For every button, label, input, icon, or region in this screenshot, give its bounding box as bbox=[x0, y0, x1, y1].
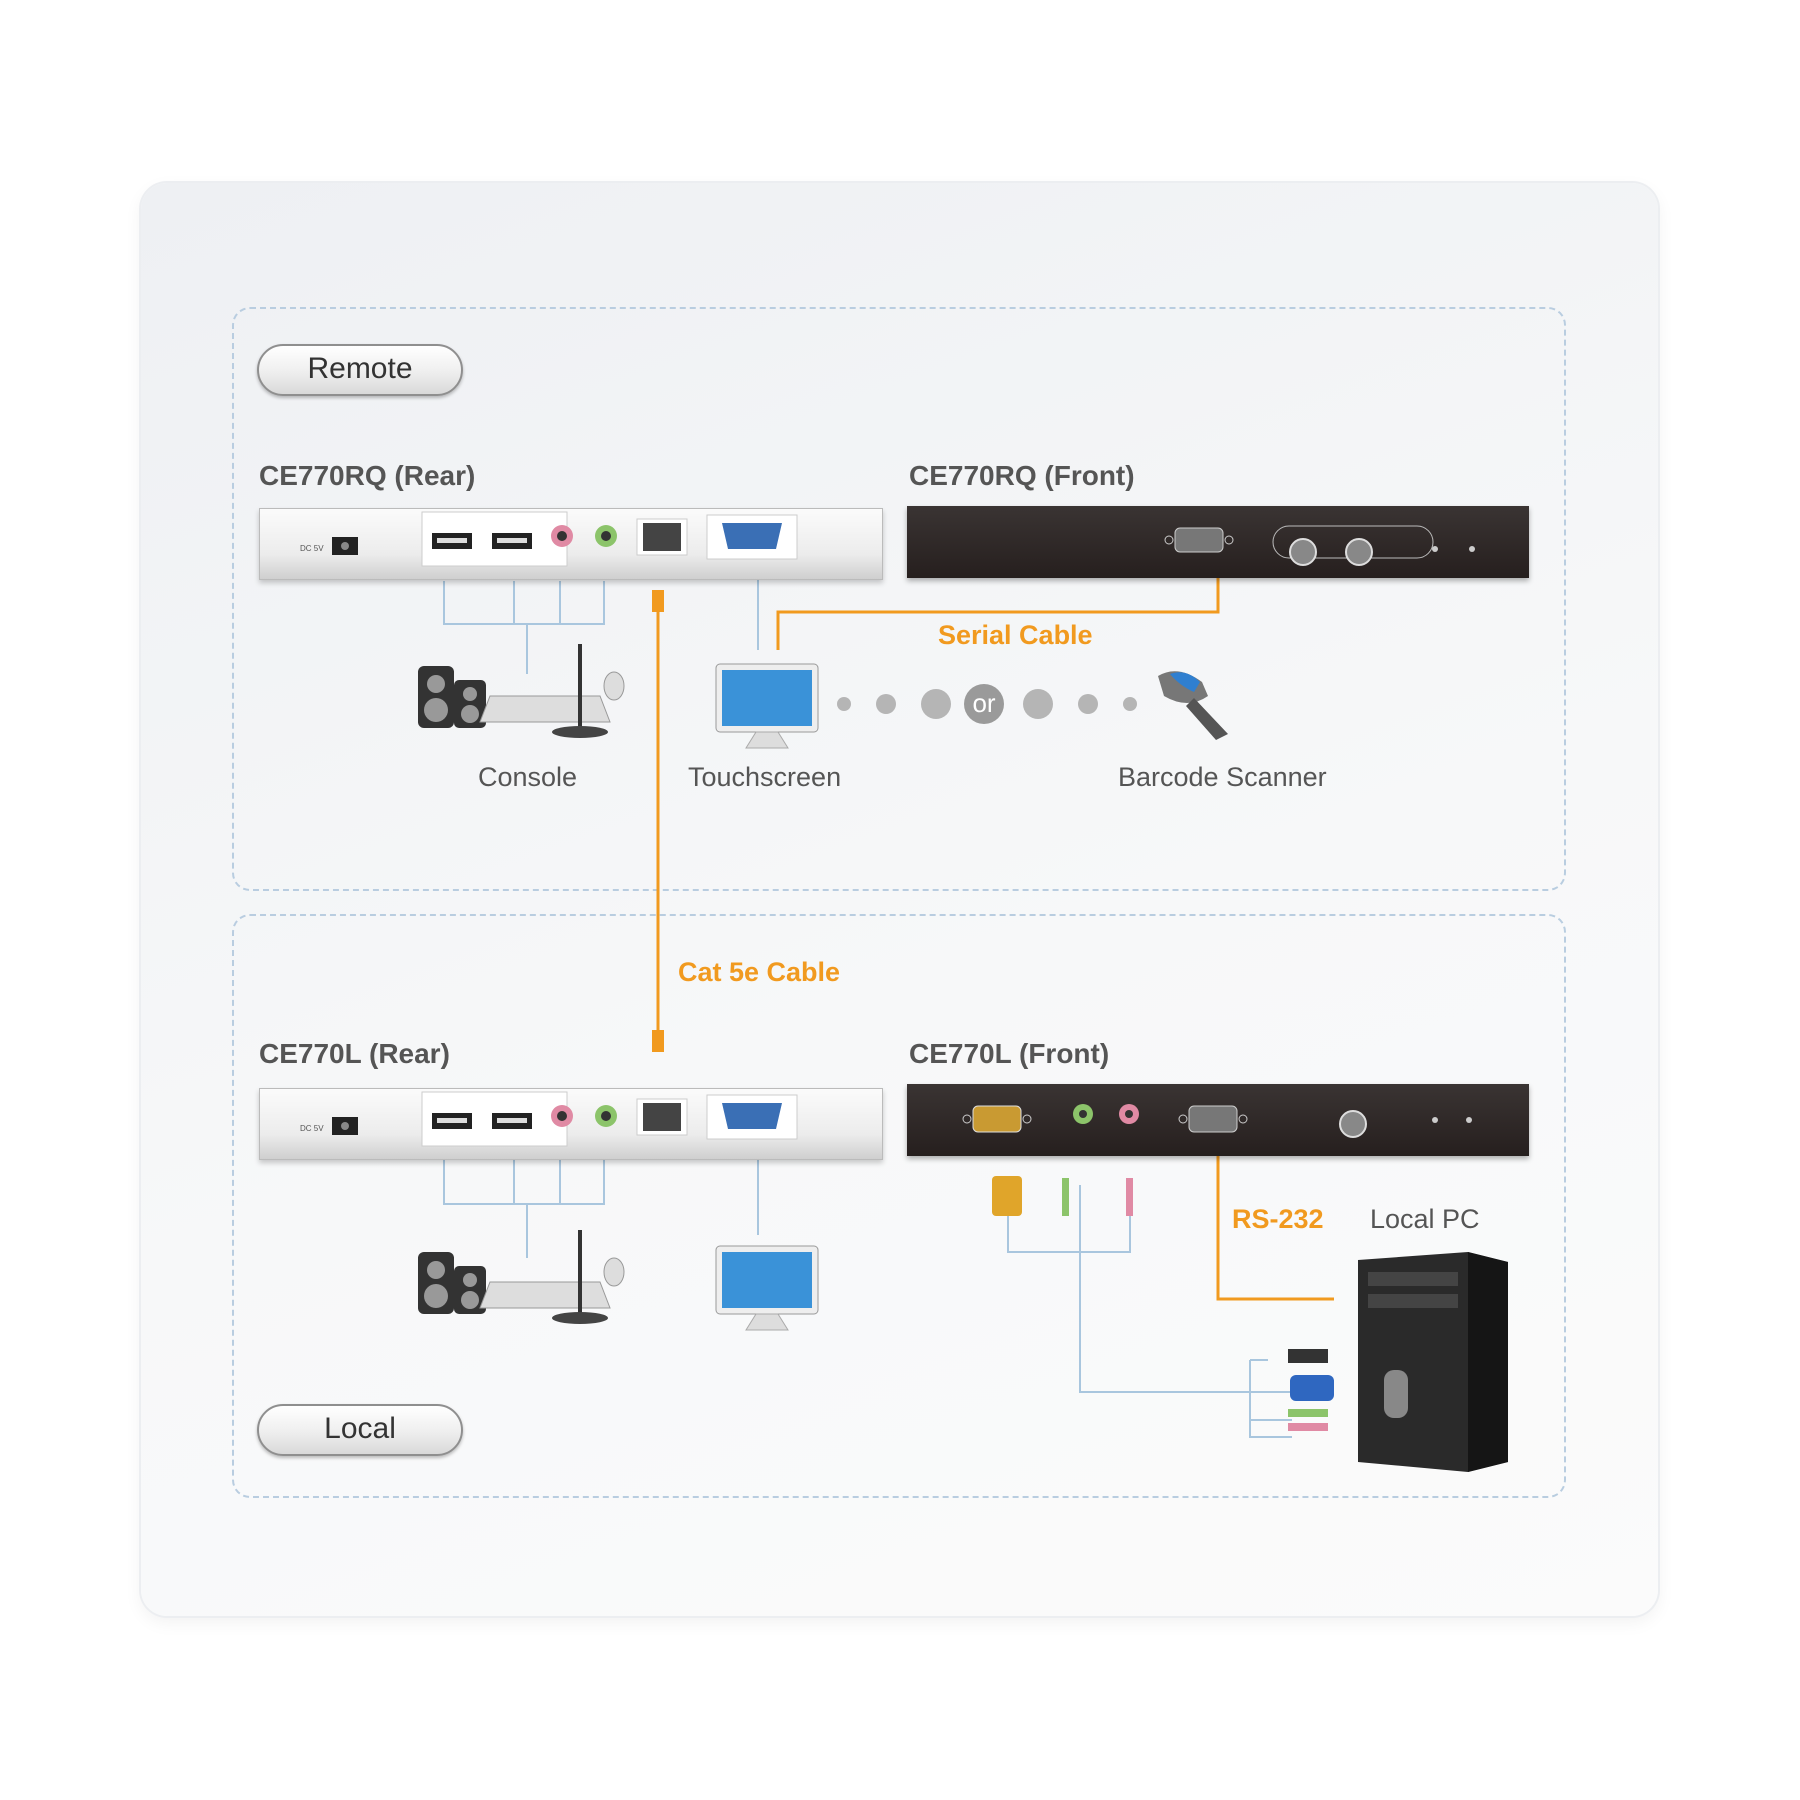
local-zone bbox=[232, 914, 1566, 1498]
console-label: Console bbox=[478, 762, 578, 792]
front-ports-icon bbox=[1164, 525, 1475, 566]
barcode-scanner-icon bbox=[1158, 671, 1228, 740]
monitor-icon bbox=[715, 1245, 819, 1331]
remote-front-title: CE770RQ (Front) bbox=[909, 460, 1135, 491]
remote-badge: Remote bbox=[257, 344, 463, 396]
local-pc-label: Local PC bbox=[1370, 1204, 1480, 1234]
touchscreen-icon bbox=[715, 663, 819, 749]
rear-ports-icon: DC 5V bbox=[300, 1091, 798, 1147]
console-peripherals-icon bbox=[418, 1230, 625, 1324]
rj45-plug-icon bbox=[652, 1030, 664, 1052]
ce770l-front-panel bbox=[907, 1084, 1529, 1156]
ce770rq-rear-panel: DC 5V bbox=[259, 508, 883, 580]
svg-text:DC 5V: DC 5V bbox=[300, 544, 324, 553]
local-badge: Local bbox=[257, 1404, 463, 1456]
remote-zone bbox=[232, 307, 1566, 891]
barcode-scanner-label: Barcode Scanner bbox=[1118, 762, 1327, 792]
serial-cable-label: Serial Cable bbox=[938, 620, 1093, 650]
touchscreen-label: Touchscreen bbox=[688, 762, 842, 792]
ce770l-rear-panel: DC 5V bbox=[259, 1088, 883, 1160]
console-peripherals-icon bbox=[418, 644, 625, 738]
cat5e-cable-label: Cat 5e Cable bbox=[678, 957, 841, 987]
or-dots-icon bbox=[837, 689, 1137, 719]
rj45-plug-icon bbox=[652, 590, 664, 612]
svg-text:DC 5V: DC 5V bbox=[300, 1124, 324, 1133]
rs232-label: RS-232 bbox=[1232, 1204, 1324, 1234]
rear-ports-icon: DC 5V bbox=[300, 511, 798, 567]
front-ports-icon bbox=[962, 1104, 1472, 1138]
local-front-title: CE770L (Front) bbox=[909, 1038, 1110, 1069]
cable-connectors-icon bbox=[992, 1176, 1133, 1216]
ce770rq-front-panel bbox=[907, 506, 1529, 578]
local-rear-title: CE770L (Rear) bbox=[259, 1038, 450, 1069]
remote-rear-title: CE770RQ (Rear) bbox=[259, 460, 476, 491]
local-pc-icon bbox=[1358, 1252, 1508, 1472]
pc-ports-icon bbox=[1288, 1349, 1334, 1431]
or-badge: or bbox=[964, 684, 1004, 724]
